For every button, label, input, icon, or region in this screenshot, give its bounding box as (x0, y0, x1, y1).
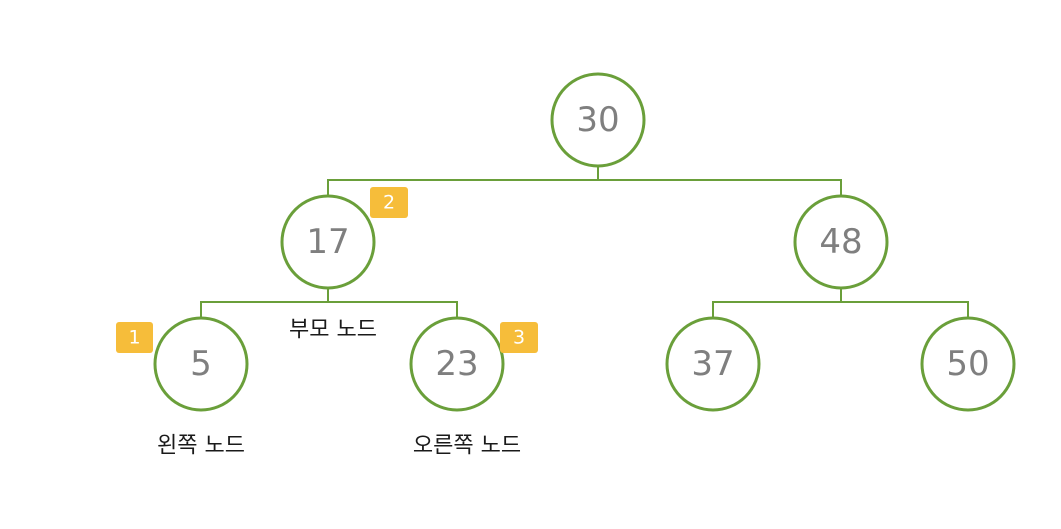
right-node-caption: 오른쪽 노드 (413, 434, 521, 459)
node-circle (153, 316, 249, 412)
tree-node-right-right: 50 (920, 316, 1016, 412)
left-node-caption: 왼쪽 노드 (157, 434, 245, 459)
node-value: 5 (190, 344, 212, 384)
tree-node-left-right: 23 (409, 316, 505, 412)
node-circle (550, 72, 646, 168)
order-badge-2: 2 (370, 187, 408, 218)
node-value: 30 (576, 100, 619, 140)
node-circle (409, 316, 505, 412)
tree-node-left: 17 (280, 194, 376, 290)
node-circle (793, 194, 889, 290)
parent-node-caption: 부모 노드 (289, 318, 377, 343)
order-badge-3: 3 (500, 322, 538, 353)
badge-background (500, 322, 538, 353)
node-value: 17 (306, 222, 349, 262)
edge-root-children (327, 179, 842, 200)
node-value: 48 (819, 222, 862, 262)
order-badge-1: 1 (116, 322, 153, 353)
tree-node-right: 48 (793, 194, 889, 290)
badge-number: 2 (383, 192, 395, 214)
node-value: 23 (435, 344, 478, 384)
tree-node-root: 30 (550, 72, 646, 168)
badge-number: 3 (513, 327, 525, 349)
edges (200, 165, 969, 318)
node-circle (280, 194, 376, 290)
badge-background (116, 322, 153, 353)
badge-background (370, 187, 408, 218)
badge-number: 1 (128, 327, 140, 349)
tree-node-right-left: 37 (665, 316, 761, 412)
tree-node-left-left: 5 (153, 316, 249, 412)
edge-48-children (712, 301, 969, 318)
node-value: 37 (691, 344, 734, 384)
node-value: 50 (946, 344, 989, 384)
node-circle (665, 316, 761, 412)
node-circle (920, 316, 1016, 412)
edge-17-children (200, 301, 458, 318)
